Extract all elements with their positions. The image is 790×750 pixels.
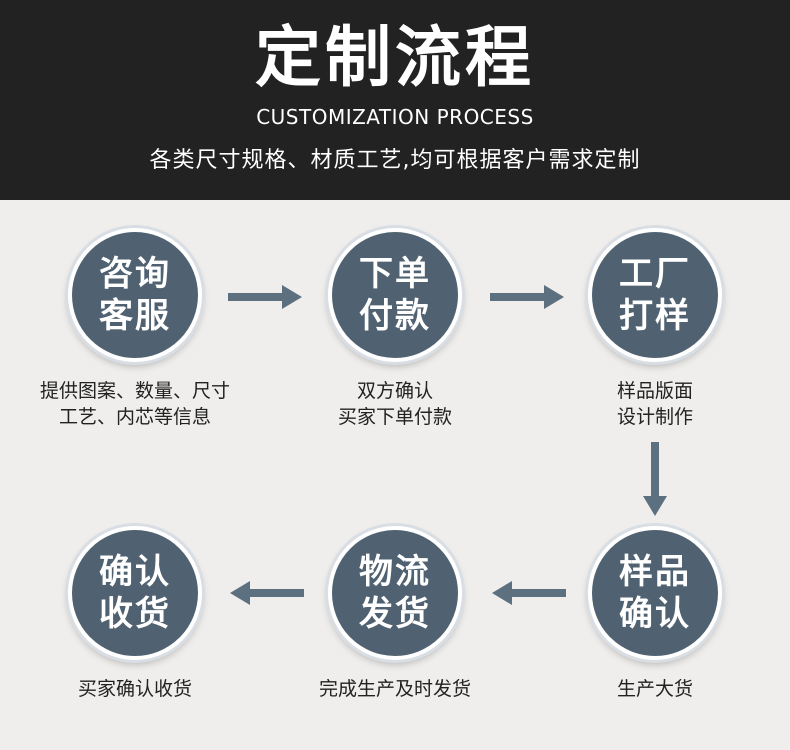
step-label-line2: 发货 xyxy=(359,594,431,634)
step-label-line2: 付款 xyxy=(359,296,431,336)
step-circle: 工厂 打样 xyxy=(588,228,722,362)
step-label-line1: 咨询 xyxy=(99,254,171,294)
step-description-line1: 样品版面 xyxy=(616,380,693,402)
step-label-line2: 打样 xyxy=(619,296,691,336)
step-description: 买家确认收货 xyxy=(35,676,235,702)
arrow-down-icon xyxy=(643,442,667,516)
header-banner: 定制流程 CUSTOMIZATION PROCESS 各类尺寸规格、材质工艺,均… xyxy=(0,0,790,200)
step-description: 完成生产及时发货 xyxy=(295,676,495,702)
step-description-line1: 双方确认 xyxy=(356,380,433,402)
page-title: 定制流程 xyxy=(255,19,535,96)
step-description-line1: 生产大货 xyxy=(616,678,693,700)
step-description: 生产大货 xyxy=(555,676,755,702)
step-description-line2: 买家下单付款 xyxy=(337,406,452,428)
page-subtitle: CUSTOMIZATION PROCESS xyxy=(256,105,534,129)
step-circle: 咨询 客服 xyxy=(68,228,202,362)
step-circle: 样品 确认 xyxy=(588,526,722,660)
step-description: 样品版面 设计制作 xyxy=(555,378,755,430)
arrow-left-icon xyxy=(492,581,566,605)
step-label-line1: 物流 xyxy=(359,552,431,592)
step-description-line2: 工艺、内芯等信息 xyxy=(58,406,211,428)
step-circle: 确认 收货 xyxy=(68,526,202,660)
page-tagline: 各类尺寸规格、材质工艺,均可根据客户需求定制 xyxy=(149,148,641,173)
step-label-line2: 客服 xyxy=(99,296,171,336)
step-label-line1: 确认 xyxy=(99,552,171,592)
step-description-line1: 提供图案、数量、尺寸 xyxy=(39,380,230,402)
arrow-right-icon xyxy=(228,285,302,309)
step-description-line1: 买家确认收货 xyxy=(77,678,192,700)
step-circle: 下单 付款 xyxy=(328,228,462,362)
step-label-line1: 样品 xyxy=(619,552,691,592)
step-description: 双方确认 买家下单付款 xyxy=(295,378,495,430)
step-description-line2: 设计制作 xyxy=(616,406,693,428)
step-description: 提供图案、数量、尺寸 工艺、内芯等信息 xyxy=(35,378,235,430)
step-circle: 物流 发货 xyxy=(328,526,462,660)
step-label-line2: 确认 xyxy=(619,594,691,634)
step-label-line1: 工厂 xyxy=(619,254,691,294)
arrow-left-icon xyxy=(230,581,304,605)
arrow-right-icon xyxy=(490,285,564,309)
step-label-line2: 收货 xyxy=(99,594,171,634)
step-description-line1: 完成生产及时发货 xyxy=(318,678,471,700)
step-label-line1: 下单 xyxy=(359,254,431,294)
